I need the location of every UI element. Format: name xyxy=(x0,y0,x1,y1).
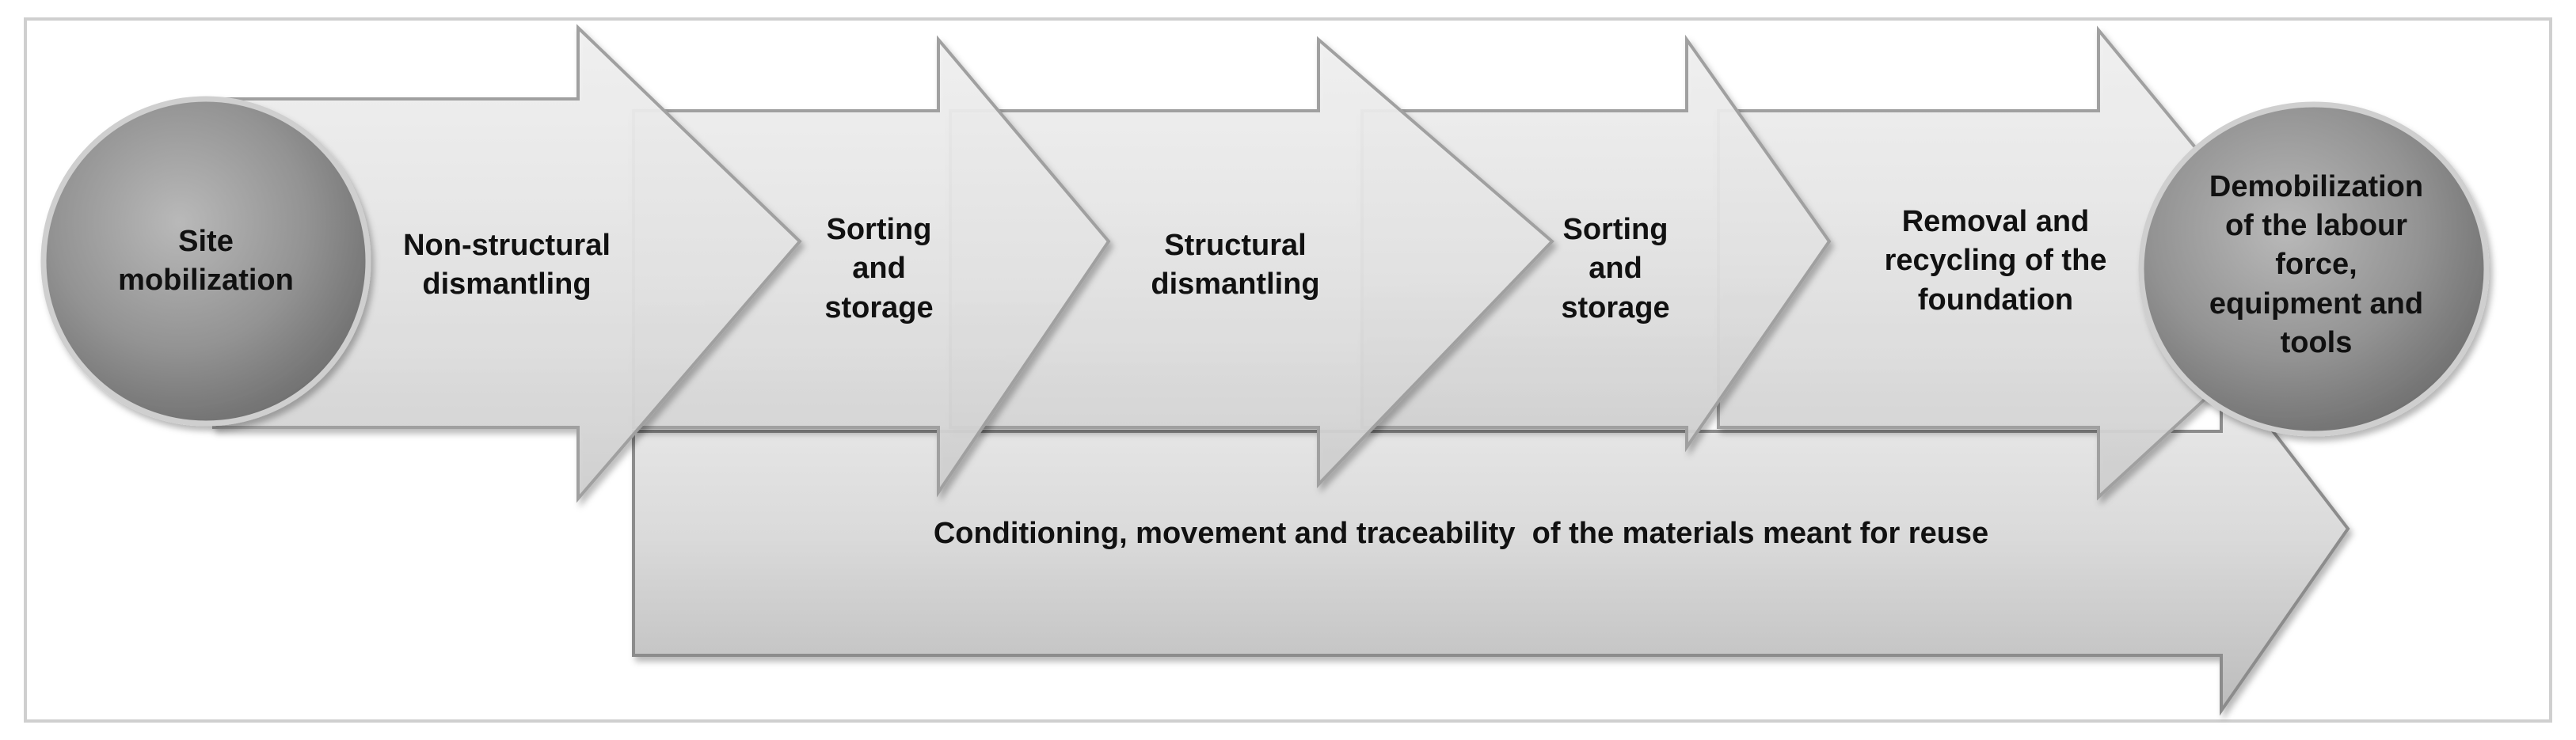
process-arrow-sorting-storage-1 xyxy=(632,35,1111,498)
step-label-demobilization: Demobilization of the labour force, equi… xyxy=(2174,146,2459,384)
step-label-non-structural-dismantling: Non-structural dismantling xyxy=(364,198,649,332)
process-arrow-sorting-storage-2 xyxy=(1360,34,1832,453)
step-text-structural-dismantling: Structural dismantling xyxy=(1151,228,1320,301)
step-label-sorting-storage-2: Sorting and storage xyxy=(1520,190,1710,348)
start-circle-site-mobilization xyxy=(40,96,371,427)
base-process-arrow xyxy=(632,359,2350,716)
step-text-demobilization: Demobilization of the labour force, equi… xyxy=(2209,169,2424,360)
base-process-text: Conditioning, movement and traceability … xyxy=(933,517,1989,551)
step-label-removal-recycling: Removal and recycling of the foundation xyxy=(1845,182,2146,340)
step-label-sorting-storage-1: Sorting and storage xyxy=(784,190,974,348)
step-text-removal-recycling: Removal and recycling of the foundation xyxy=(1884,204,2107,317)
step-text-sorting-storage-2: Sorting and storage xyxy=(1561,212,1670,324)
process-arrow-structural-dismantling xyxy=(949,36,1554,488)
step-text-site-mobilization: Site mobilization xyxy=(118,224,294,297)
step-text-non-structural-dismantling: Non-structural dismantling xyxy=(403,228,611,301)
process-arrow-non-structural-dismantling xyxy=(212,24,802,503)
step-label-site-mobilization: Site mobilization xyxy=(87,190,325,332)
base-process-label: Conditioning, movement and traceability … xyxy=(649,507,2273,562)
step-label-structural-dismantling: Structural dismantling xyxy=(1101,198,1370,332)
end-circle-demobilization xyxy=(2138,101,2490,437)
step-text-sorting-storage-1: Sorting and storage xyxy=(824,212,934,324)
